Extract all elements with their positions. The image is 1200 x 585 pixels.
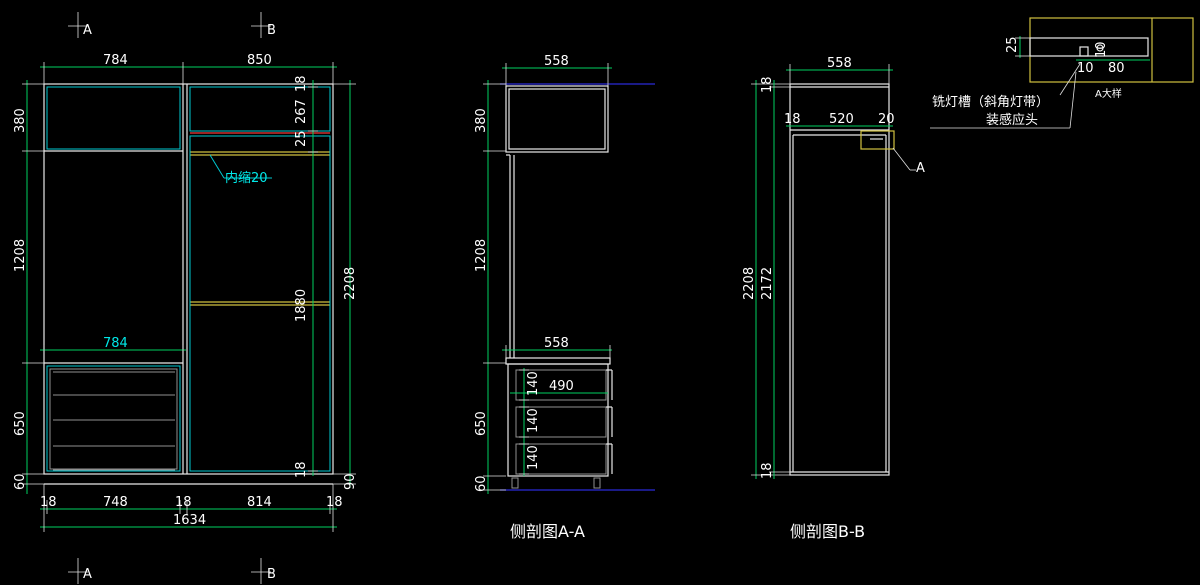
dim-right-width: 850: [247, 53, 272, 68]
section-b-top-thickness: 18: [760, 76, 775, 93]
section-b-dims: 558 18 520 20 2208 18 2172 18: [742, 56, 895, 479]
marker-b-bottom-label: B: [267, 567, 276, 582]
section-marker-a-top: A: [68, 12, 92, 38]
section-b-inner-height: 2172: [760, 267, 775, 300]
detail-a-panel: [1029, 37, 1149, 57]
detail-a-dim-10b: 10: [1094, 41, 1109, 58]
marker-a-top-label: A: [83, 23, 92, 38]
detail-a-drawing: [930, 17, 1194, 129]
section-b-inner-left: 18: [784, 112, 801, 127]
dim-inner-267: 267: [294, 99, 309, 124]
section-b-outer-height: 2208: [742, 267, 757, 300]
section-a-drawer-height-2: 140: [526, 408, 541, 433]
section-b-inner-right: 20: [878, 112, 895, 127]
section-a-drawer-depth: 490: [549, 379, 574, 394]
section-b-inner-width: 520: [829, 112, 854, 127]
marker-b-top-label: B: [267, 23, 276, 38]
dim-inner-1880: 1880: [294, 289, 309, 322]
dim-bottom-total: 1634: [173, 513, 206, 528]
section-b-detail-box: [860, 130, 895, 150]
section-b-callout: A: [916, 161, 925, 176]
front-outline: [43, 83, 334, 475]
front-dims-inner: 18 267 25 1880 18: [294, 75, 318, 478]
section-a-upper-cabinet: [505, 85, 609, 153]
dim-front-base-height: 60: [13, 473, 28, 490]
section-b-drawing: A: [789, 83, 925, 476]
section-a-drawer-height-3: 140: [526, 445, 541, 470]
dim-front-right-base: 90: [343, 473, 358, 490]
detail-a-note-line2: 装感应头: [986, 112, 1038, 128]
detail-a-title: A大样: [1095, 87, 1122, 100]
front-dims-right: 2208 90: [333, 80, 358, 490]
section-marker-b-top: B: [251, 12, 276, 38]
front-dims-left: 380 1208 650 60: [13, 80, 44, 494]
dim-left-width: 784: [103, 53, 128, 68]
front-dims-top: 784 850: [40, 53, 337, 84]
section-b-title: 侧剖图B-B: [790, 522, 865, 541]
section-a-top-depth: 558: [544, 54, 569, 69]
section-b-top-depth: 558: [827, 56, 852, 71]
section-a-lower-cabinet: [507, 363, 609, 477]
dim-bottom-width-left: 748: [103, 495, 128, 510]
dim-bottom-edge-left: 18: [40, 495, 57, 510]
section-marker-a-bottom: A: [68, 558, 92, 584]
section-a-mid-depth: 558: [544, 336, 569, 351]
section-a-middle-height: 1208: [474, 239, 489, 272]
section-a-drawing: [500, 83, 655, 491]
front-right-upper-box: [189, 86, 331, 132]
section-a-dims: 558 558 490 140 140 140 380 1208 650 60: [474, 54, 612, 494]
section-b-bottom-thickness: 18: [760, 462, 775, 479]
detail-a-dim-25: 25: [1005, 36, 1020, 53]
dim-bottom-mid: 18: [175, 495, 192, 510]
front-left-upper-box: [46, 86, 181, 150]
front-elevation: 内缩20: [43, 83, 334, 485]
dim-front-overall-height: 2208: [343, 267, 358, 300]
detail-a-dim-80: 80: [1108, 61, 1125, 76]
front-dims-drawer: 784: [40, 336, 186, 363]
front-drawer-unit: [46, 365, 181, 472]
section-a-top-height: 380: [474, 108, 489, 133]
dim-inner-top: 18: [294, 75, 309, 92]
detail-a-dim-10a: 10: [1077, 61, 1094, 76]
front-right-tall-box: [189, 135, 331, 472]
section-a-drawer-height-1: 140: [526, 371, 541, 396]
section-a-title: 侧剖图A-A: [510, 522, 585, 541]
inner-offset-label: 内缩20: [225, 170, 268, 186]
section-a-bottom-height: 650: [474, 411, 489, 436]
detail-a-note-line1: 铣灯槽（斜角灯带）: [932, 95, 1049, 110]
section-marker-b-bottom: B: [251, 558, 276, 584]
dim-front-bottom-height: 650: [13, 411, 28, 436]
dim-front-middle-height: 1208: [13, 239, 28, 272]
section-a-countertop: [505, 357, 611, 365]
dim-drawer-width: 784: [103, 336, 128, 351]
dim-bottom-width-right: 814: [247, 495, 272, 510]
dim-inner-25: 25: [294, 130, 309, 147]
marker-a-bottom-label: A: [83, 567, 92, 582]
front-dims-bottom: 18 748 18 814 18 1634: [40, 484, 343, 532]
dim-bottom-edge-right: 18: [326, 495, 343, 510]
detail-a-dims: 25 10 10 80: [1005, 36, 1150, 76]
dim-inner-bottom: 18: [294, 461, 309, 478]
section-b-outline: [789, 83, 890, 476]
section-a-base-height: 60: [474, 475, 489, 492]
dim-front-top-height: 380: [13, 108, 28, 133]
